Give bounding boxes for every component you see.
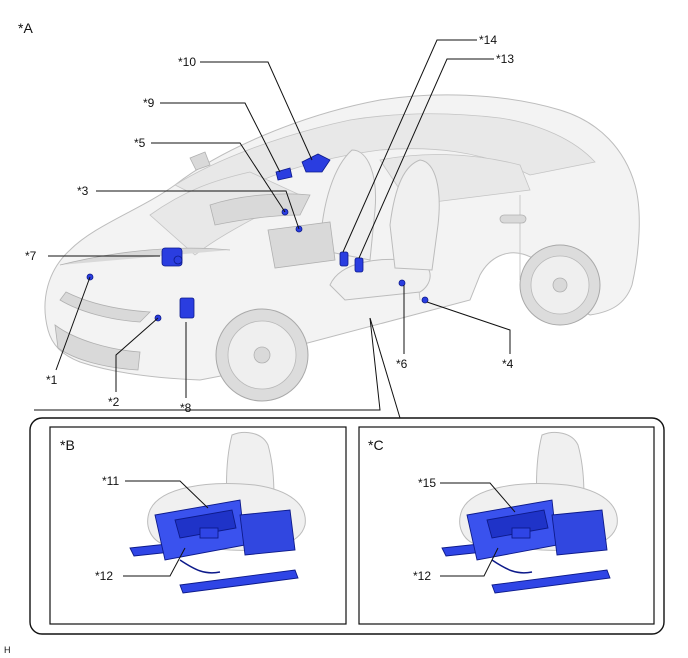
component-7-unit <box>161 247 183 267</box>
panel-b-seat-adjuster <box>129 499 299 594</box>
callout-5: *5 <box>134 136 146 150</box>
component-10-unit <box>301 153 331 173</box>
callout-1: *1 <box>46 373 58 387</box>
callout-6: *6 <box>396 357 408 371</box>
panel-c-seat-adjuster <box>441 499 611 594</box>
callout-9: *9 <box>143 96 155 110</box>
callout-15: *15 <box>418 476 436 490</box>
panel-c: *C *15 *12 <box>358 426 655 625</box>
leader-lines <box>34 39 511 419</box>
callout-13: *13 <box>496 52 514 66</box>
callout-11: *11 <box>102 474 119 488</box>
footer-code: H <box>4 645 11 655</box>
callout-2: *2 <box>108 395 120 409</box>
panel-c-callout-12: *12 <box>413 569 431 583</box>
callout-10: *10 <box>178 55 196 69</box>
component-4-marker <box>421 296 429 304</box>
overall-label: *A <box>18 20 33 36</box>
panel-b: *B *11 *12 <box>49 426 347 625</box>
detail-frame <box>29 417 665 635</box>
callout-labels: *A *7 *1 *2 *3 *5 *9 *10 *14 *13 *8 *6 *… <box>18 20 514 415</box>
front-wheel <box>215 308 309 402</box>
callout-3: *3 <box>77 184 89 198</box>
component-14-unit <box>339 251 349 267</box>
rear-wheel <box>519 244 601 326</box>
panel-b-callout-12: *12 <box>95 569 113 583</box>
panel-c-label: *C <box>368 437 384 453</box>
component-8-unit <box>179 297 195 319</box>
component-6-marker <box>398 279 406 287</box>
callout-7: *7 <box>25 249 37 263</box>
component-markers <box>86 153 429 322</box>
callout-4: *4 <box>502 357 514 371</box>
panel-b-label: *B <box>60 437 75 453</box>
callout-14: *14 <box>479 33 497 47</box>
callout-8: *8 <box>180 401 192 415</box>
component-13-unit <box>354 257 364 273</box>
